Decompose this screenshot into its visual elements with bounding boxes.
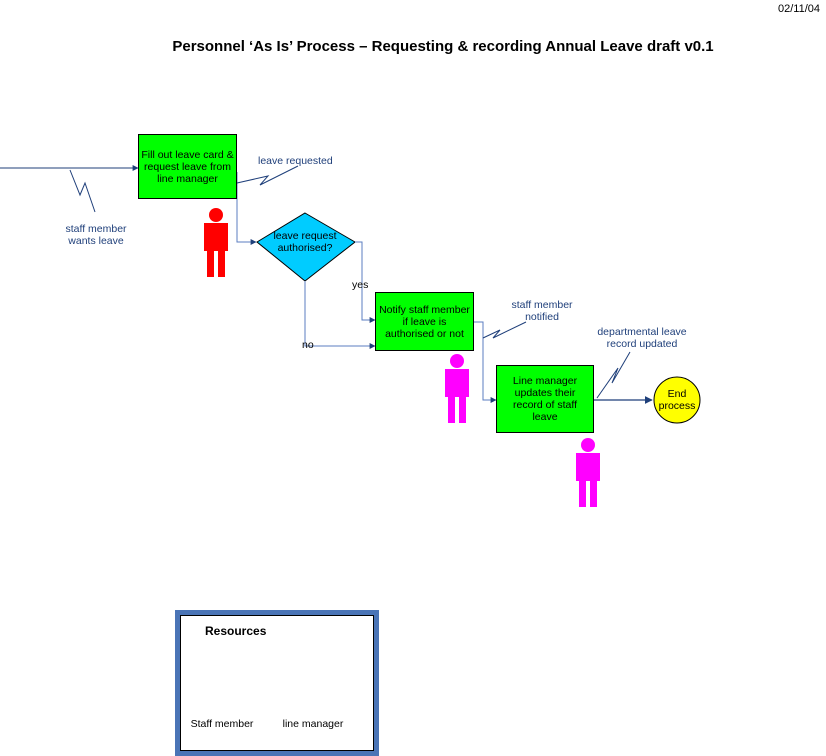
resources-title: Resources (205, 624, 267, 638)
annotation-leave-requested: leave requested (258, 155, 333, 167)
flow-label-yes: yes (352, 279, 369, 291)
step-notify: Notify staff member if leave is authoris… (375, 292, 474, 351)
line-manager-figure-1 (445, 354, 469, 423)
annotation-dept-record: departmental leave record updated (597, 326, 687, 350)
start-annotation-connector (69, 169, 96, 213)
step-fill-leave-card: Fill out leave card & request leave from… (138, 134, 237, 199)
dept-record-connector (596, 351, 631, 399)
end-label: End process (658, 388, 696, 412)
resource-manager-label: line manager (282, 718, 344, 730)
annotation-staff-notified: staff member notified (511, 299, 573, 323)
connector-yes (355, 241, 376, 323)
connector-no (304, 281, 376, 349)
step-update-record: Line manager updates their record of sta… (496, 365, 594, 433)
resources-legend-inner: Resources Staff member line manager (180, 615, 374, 751)
date-stamp: 02/11/04 (777, 3, 820, 15)
leave-requested-connector (236, 165, 299, 186)
staff-member-figure (204, 208, 228, 277)
step-notify-label: Notify staff member if leave is authoris… (379, 303, 470, 340)
page-title: Personnel ‘As Is’ Process – Requesting &… (172, 38, 714, 55)
resource-staff-label: Staff member (190, 718, 254, 730)
connector-fill-to-decision (236, 172, 257, 245)
resources-legend: Resources Staff member line manager (175, 610, 379, 756)
annotation-start: staff member wants leave (65, 223, 127, 247)
flow-label-no: no (302, 339, 314, 351)
connector-notify-to-update (474, 321, 497, 403)
decision-label: leave request authorised? (273, 230, 337, 254)
staff-notified-connector (482, 321, 527, 339)
step-fill-leave-card-label: Fill out leave card & request leave from… (141, 148, 234, 185)
step-update-record-label: Line manager updates their record of sta… (512, 375, 578, 423)
line-manager-figure-2 (576, 438, 600, 507)
end-circle (653, 376, 701, 424)
